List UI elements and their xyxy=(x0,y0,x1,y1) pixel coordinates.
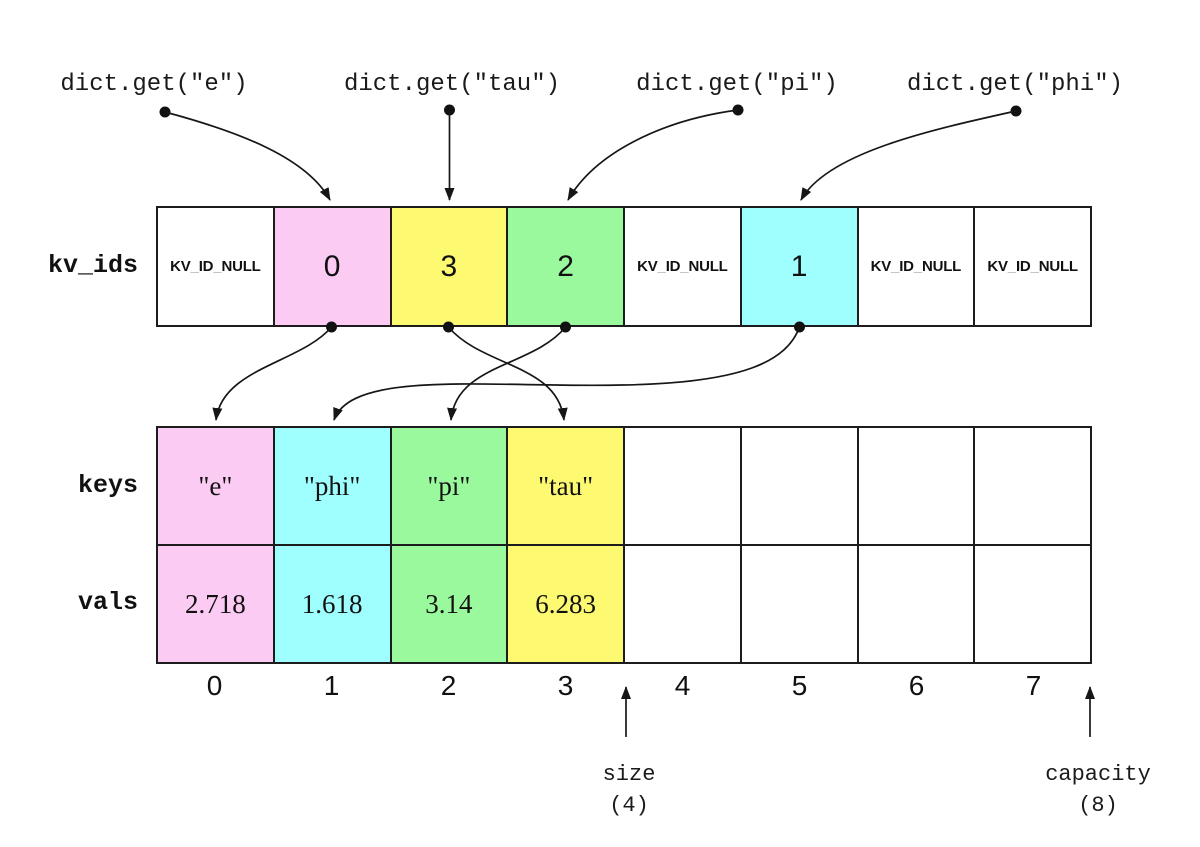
vals-cell-0: 2.718 xyxy=(157,545,274,663)
size-value: (4) xyxy=(609,793,649,818)
keys-cell-2: "pi" xyxy=(390,427,508,545)
vals-cell-5 xyxy=(740,545,858,663)
keys-cell-6 xyxy=(857,427,975,545)
row-label-kv-ids: kv_ids xyxy=(47,251,138,280)
keys-cell-0: "e" xyxy=(157,427,274,545)
pointer-dot-query-e xyxy=(159,106,171,118)
index-label-4: 4 xyxy=(674,670,691,701)
kv-ids-cell-1: 0 xyxy=(273,207,391,326)
pointer-dot-query-phi xyxy=(1010,105,1022,117)
kv-ids-cell-5: 1 xyxy=(740,207,858,326)
arrow-query-phi-to-slot-5 xyxy=(800,110,1017,201)
pointer-dot-query-pi xyxy=(732,104,744,116)
index-label-2: 2 xyxy=(440,670,457,701)
vals-cell-7 xyxy=(974,545,1091,663)
capacity-value: (8) xyxy=(1078,793,1118,818)
row-label-vals: vals xyxy=(77,588,138,617)
kv-ids-cell-7: KV_ID_NULL xyxy=(974,207,1091,326)
index-label-3: 3 xyxy=(557,670,574,701)
pointer-dot-query-tau xyxy=(444,104,455,116)
vals-cell-2: 3.14 xyxy=(390,545,508,663)
size-annotation: size (4) xyxy=(603,759,656,821)
query-label-tau: dict.get("tau") xyxy=(343,71,561,98)
kv-ids-cell-4: KV_ID_NULL xyxy=(624,207,741,326)
row-label-keys: keys xyxy=(77,471,138,500)
arrow-slot-3-to-key-2 xyxy=(447,326,567,421)
arrow-query-pi-to-slot-3 xyxy=(567,109,739,201)
arrow-slot-1-to-key-0 xyxy=(212,326,333,421)
query-label-e: dict.get("e") xyxy=(60,71,248,98)
kv-ids-cell-3: 2 xyxy=(507,207,624,326)
index-label-7: 7 xyxy=(1025,670,1042,701)
kv-ids-cell-6: KV_ID_NULL xyxy=(857,207,975,326)
keys-cell-5 xyxy=(740,427,858,545)
query-label-phi: dict.get("phi") xyxy=(906,71,1124,98)
keys-cell-4 xyxy=(624,427,741,545)
index-label-6: 6 xyxy=(908,670,925,701)
index-label-1: 1 xyxy=(323,670,340,701)
size-label: size xyxy=(602,762,656,787)
capacity-annotation: capacity (8) xyxy=(1045,759,1151,821)
keys-cell-7 xyxy=(974,427,1091,545)
arrow-query-e-to-slot-1 xyxy=(164,111,331,201)
arrow-slot-2-to-key-3 xyxy=(447,326,568,421)
index-label-0: 0 xyxy=(206,670,223,701)
keys-row: "e""phi""pi""tau" xyxy=(157,427,1091,545)
index-label-5: 5 xyxy=(791,670,808,701)
vals-cell-6 xyxy=(857,545,975,663)
vals-cell-1: 1.618 xyxy=(273,545,391,663)
query-label-pi: dict.get("pi") xyxy=(636,71,838,98)
arrow-slot-5-to-key-1 xyxy=(333,326,801,421)
keys-cell-3: "tau" xyxy=(507,427,624,545)
kv-ids-cell-2: 3 xyxy=(390,207,508,326)
vals-cell-3: 6.283 xyxy=(507,545,624,663)
capacity-label: capacity xyxy=(1045,762,1151,787)
kv-ids-cell-0: KV_ID_NULL xyxy=(157,207,274,326)
keys-cell-1: "phi" xyxy=(273,427,391,545)
vals-cell-4 xyxy=(624,545,741,663)
